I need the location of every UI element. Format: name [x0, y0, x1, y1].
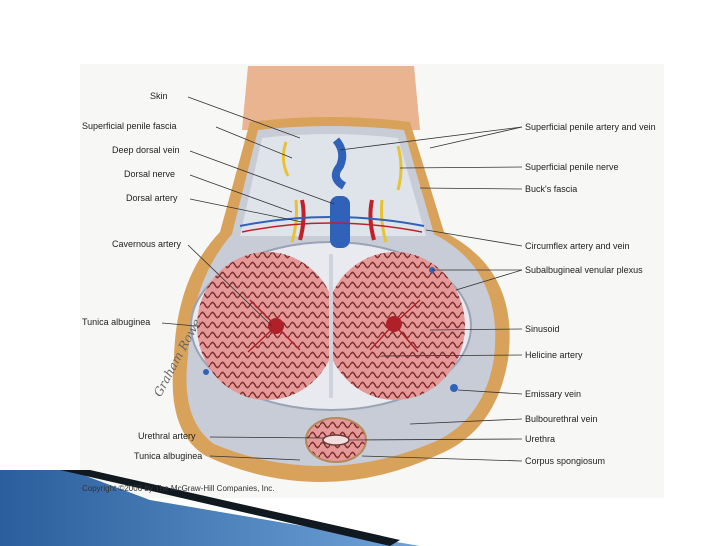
dorsal-nerve-left [290, 199, 298, 243]
label-subalbugineal-venular-plexus: Subalbugineal venular plexus [525, 265, 643, 275]
superficial-nerve-left [281, 141, 290, 177]
circumflex-artery [241, 222, 423, 233]
label-superficial-penile-fascia: Superficial penile fascia [82, 121, 177, 131]
label-helicine-artery: Helicine artery [525, 350, 583, 360]
label-emissary-vein: Emissary vein [525, 389, 582, 399]
dorsal-artery-left [298, 199, 306, 241]
leader-lines-right [339, 126, 523, 462]
shaft-skin [242, 66, 420, 130]
label-tunica-albuginea-lower: Tunica albuginea [134, 451, 203, 461]
plexus-dot-2 [203, 369, 209, 375]
copyright-notice: Copyright ©2006 by The McGraw-Hill Compa… [82, 484, 275, 493]
label-urethral-artery: Urethral artery [138, 431, 196, 441]
label-circumflex-artery-and-vein: Circumflex artery and vein [525, 241, 630, 251]
label-tunica-albuginea-upper: Tunica albuginea [82, 317, 151, 327]
urethra [322, 434, 350, 446]
deep-dorsal-vein [330, 196, 350, 248]
label-dorsal-nerve: Dorsal nerve [124, 169, 176, 179]
circumflex-vessels [239, 216, 425, 227]
label-bucks-fascia: Buck's fascia [525, 184, 578, 194]
superficial-vein [331, 137, 347, 190]
label-dorsal-artery: Dorsal artery [126, 193, 178, 203]
label-sinusoid: Sinusoid [525, 324, 560, 334]
dorsal-nerve-right [380, 199, 388, 243]
decorative-ribbon [0, 470, 420, 546]
label-urethra: Urethra [525, 434, 556, 444]
label-skin: Skin [150, 91, 168, 101]
emissary-vein-dot [450, 384, 458, 392]
helicine-arteries [247, 299, 421, 353]
corpus-cavernosum-left [197, 252, 337, 400]
label-corpus-spongiosum: Corpus spongiosum [525, 456, 606, 466]
label-bulbourethral-vein: Bulbourethral vein [525, 414, 598, 424]
septum [329, 254, 333, 398]
label-deep-dorsal-vein: Deep dorsal vein [112, 145, 180, 155]
label-superficial-penile-nerve: Superficial penile nerve [525, 162, 619, 172]
decorative-ribbon-dark [60, 470, 400, 546]
dorsal-region [240, 134, 426, 236]
leader-lines-left [161, 96, 335, 461]
label-superficial-penile-artery-and-vein: Superficial penile artery and vein [525, 122, 656, 132]
label-cavernous-artery: Cavernous artery [112, 239, 182, 249]
